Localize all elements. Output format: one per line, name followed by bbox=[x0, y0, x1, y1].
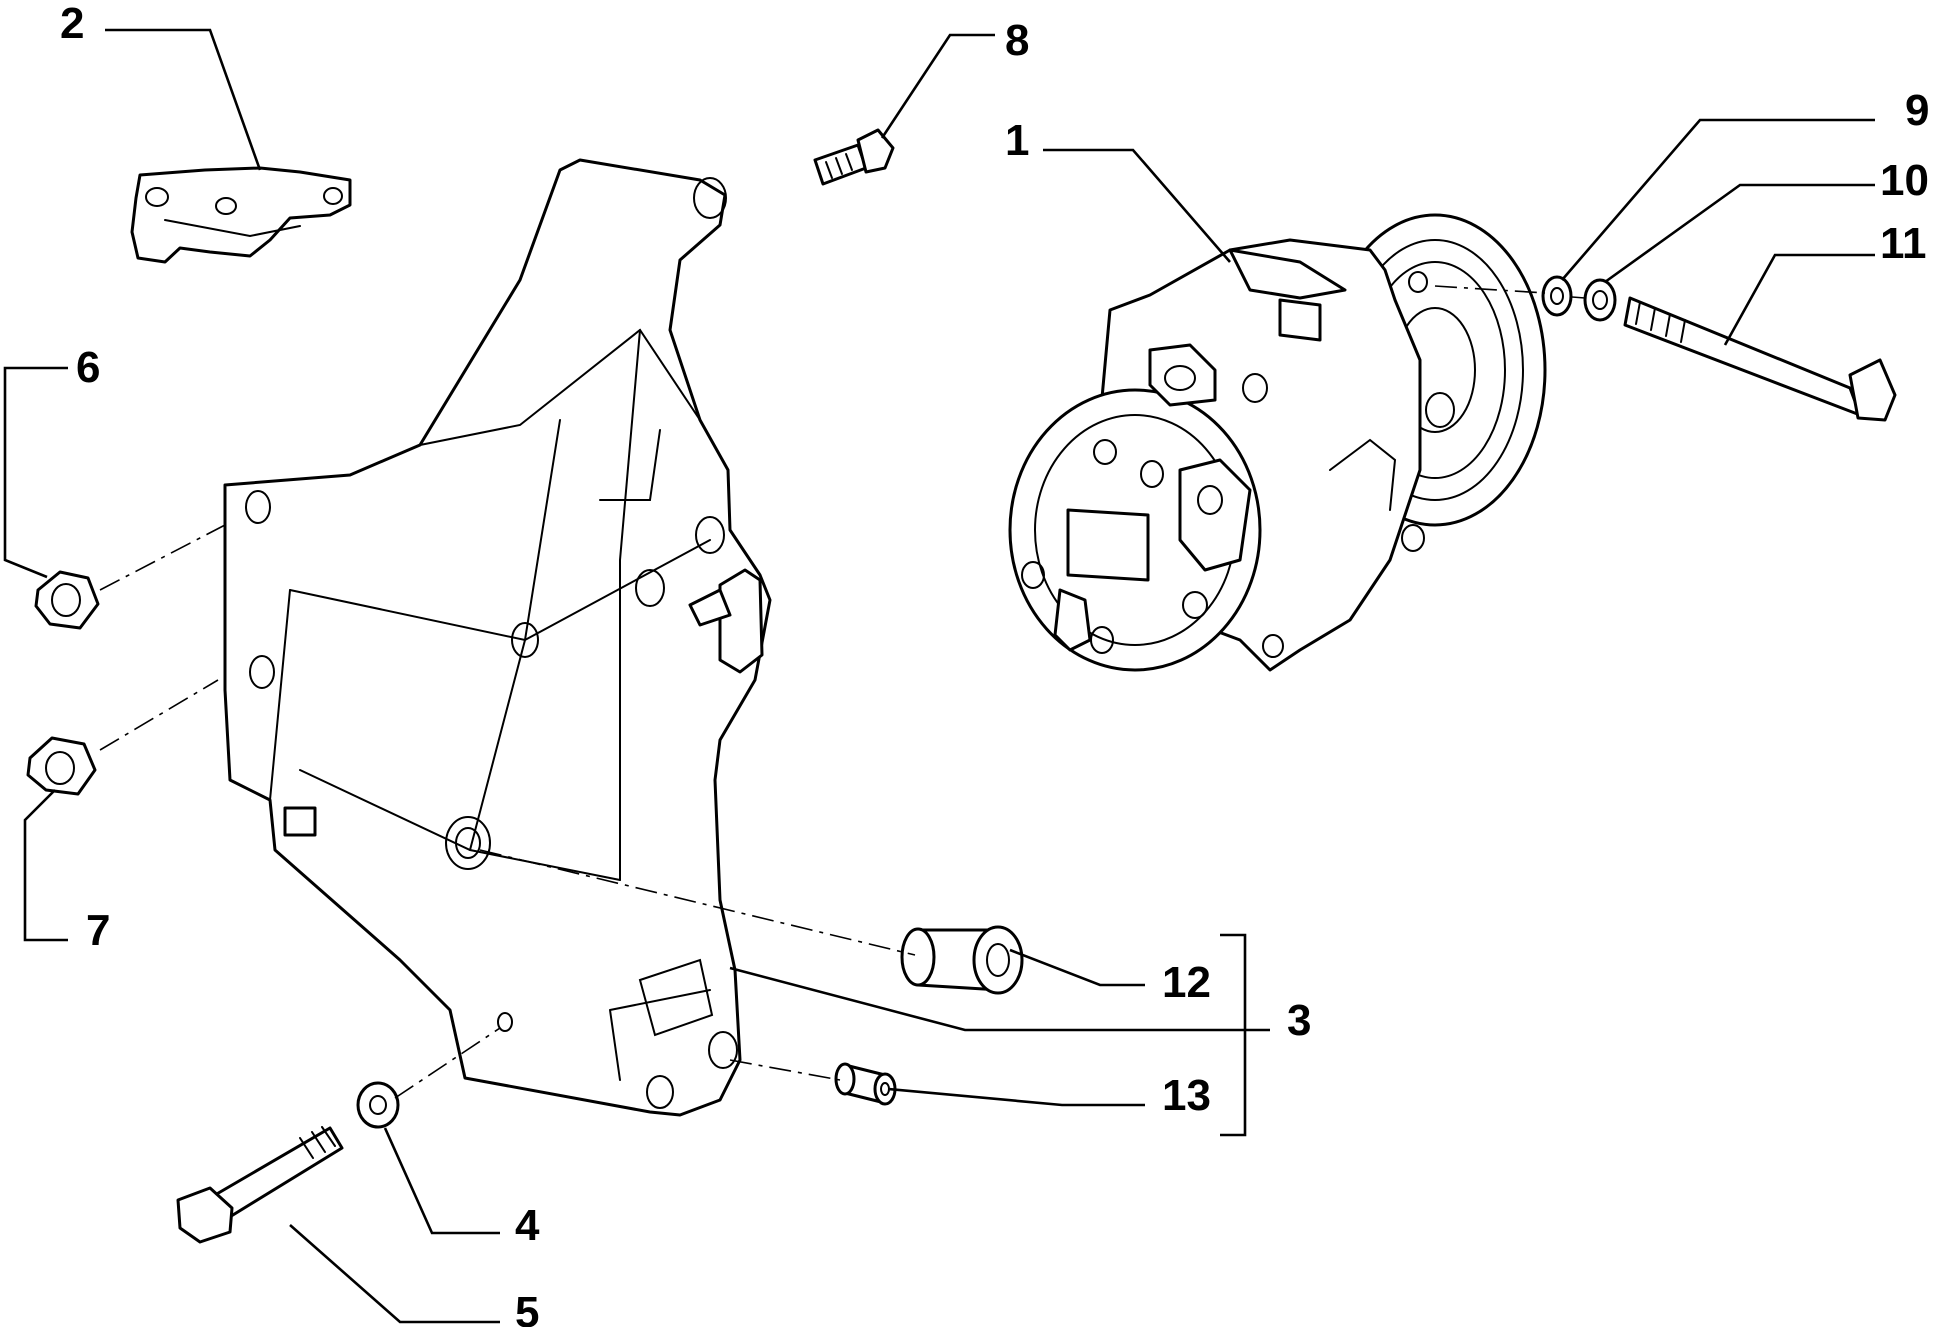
part-10-washer bbox=[1583, 278, 1617, 322]
callout-10: 10 bbox=[1880, 156, 1929, 205]
callout-7: 7 bbox=[86, 906, 110, 955]
part-4-washer bbox=[356, 1081, 400, 1129]
callout-8: 8 bbox=[1005, 16, 1029, 65]
part-1-compressor bbox=[1008, 213, 1547, 672]
part-12-bushing bbox=[900, 925, 1024, 995]
part-11-bolt bbox=[1623, 296, 1897, 422]
part-8-bolt bbox=[813, 128, 895, 186]
main-bracket bbox=[223, 158, 772, 1117]
callout-4: 4 bbox=[515, 1201, 540, 1250]
callout-13: 13 bbox=[1162, 1071, 1211, 1120]
callout-5: 5 bbox=[515, 1288, 539, 1327]
callout-6: 6 bbox=[76, 343, 100, 392]
part-9-washer bbox=[1541, 275, 1573, 317]
part-7-nut bbox=[26, 736, 97, 796]
part-2-bracket bbox=[130, 166, 352, 264]
leader-lines bbox=[3, 28, 1875, 1324]
callout-1: 1 bbox=[1005, 116, 1029, 165]
part-5-bolt bbox=[176, 1126, 344, 1244]
callout-12: 12 bbox=[1162, 958, 1211, 1007]
callout-2: 2 bbox=[60, 0, 84, 48]
callout-9: 9 bbox=[1905, 86, 1929, 135]
callout-3: 3 bbox=[1287, 996, 1311, 1045]
assembly-axes bbox=[99, 285, 1586, 1099]
part-6-nut bbox=[34, 570, 100, 630]
part-13-bushing bbox=[834, 1062, 897, 1106]
callout-labels: 2 8 1 9 10 11 6 7 12 3 13 4 5 bbox=[60, 0, 1929, 1327]
callout-11: 11 bbox=[1880, 219, 1927, 268]
